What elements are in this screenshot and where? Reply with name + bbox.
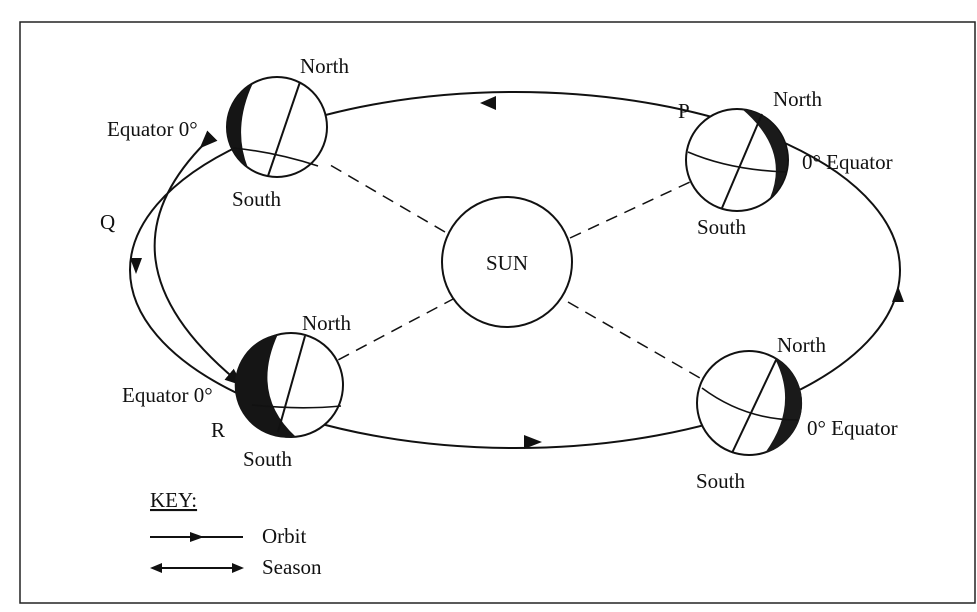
season-arc xyxy=(153,130,243,386)
north-label: North xyxy=(300,54,349,78)
south-label: South xyxy=(243,447,293,471)
legend-season-arrow-right-icon xyxy=(232,563,244,573)
earth-axis xyxy=(267,81,301,177)
earth-bottom-right: North South 0° Equator xyxy=(696,333,898,493)
earth-globe xyxy=(685,108,789,212)
sun-label: SUN xyxy=(486,251,528,275)
sun-circle xyxy=(441,196,573,328)
earth-top-right: North South 0° Equator P xyxy=(678,87,893,239)
legend-season-arrow-left-icon xyxy=(150,563,162,573)
south-label: South xyxy=(696,469,746,493)
earth-night-side xyxy=(234,334,296,438)
earth-night-side xyxy=(742,109,788,198)
sunline-bottom-left xyxy=(337,297,456,361)
earth-night-side xyxy=(226,83,253,168)
orbit-arrow-bottom xyxy=(524,435,542,449)
earth-equator-line xyxy=(251,404,342,409)
earth-axis xyxy=(731,359,777,454)
equator-label: Equator 0° xyxy=(107,117,198,141)
legend-title: KEY: xyxy=(150,488,197,512)
sunline-top-right xyxy=(569,181,691,239)
equator-label: Equator 0° xyxy=(122,383,213,407)
legend: KEY: Orbit Season xyxy=(150,488,322,579)
orbit-arrow-left xyxy=(130,258,142,274)
earth-equator-line xyxy=(232,147,319,167)
south-label: South xyxy=(697,215,747,239)
earth-axis xyxy=(721,113,763,209)
north-label: North xyxy=(777,333,826,357)
earth-night-side xyxy=(765,357,803,453)
legend-season-label: Season xyxy=(262,555,322,579)
legend-orbit-label: Orbit xyxy=(262,524,306,548)
south-label: South xyxy=(232,187,282,211)
diagram-frame xyxy=(19,21,976,604)
earth-top-left: North South Equator 0° xyxy=(107,54,349,211)
north-label: North xyxy=(302,311,351,335)
orbit-arrow-top xyxy=(480,96,496,110)
north-label: North xyxy=(773,87,822,111)
earth-axis xyxy=(277,335,306,433)
earth-bottom-left: North South Equator 0° R xyxy=(122,311,351,471)
earth-equator-line xyxy=(687,151,787,173)
earth-equator-line xyxy=(701,387,799,421)
sunline-bottom-right xyxy=(567,301,701,379)
marker-r: R xyxy=(211,418,225,442)
marker-p: P xyxy=(678,99,690,123)
equator-label: 0° Equator xyxy=(807,416,898,440)
orbit-arrow-right xyxy=(892,286,904,302)
sun: SUN xyxy=(441,196,573,328)
equator-label: 0° Equator xyxy=(802,150,893,174)
legend-orbit-arrow-icon xyxy=(190,532,204,542)
marker-q: Q xyxy=(100,210,115,234)
orbit-path xyxy=(129,91,901,449)
sunline-top-left xyxy=(324,161,446,233)
